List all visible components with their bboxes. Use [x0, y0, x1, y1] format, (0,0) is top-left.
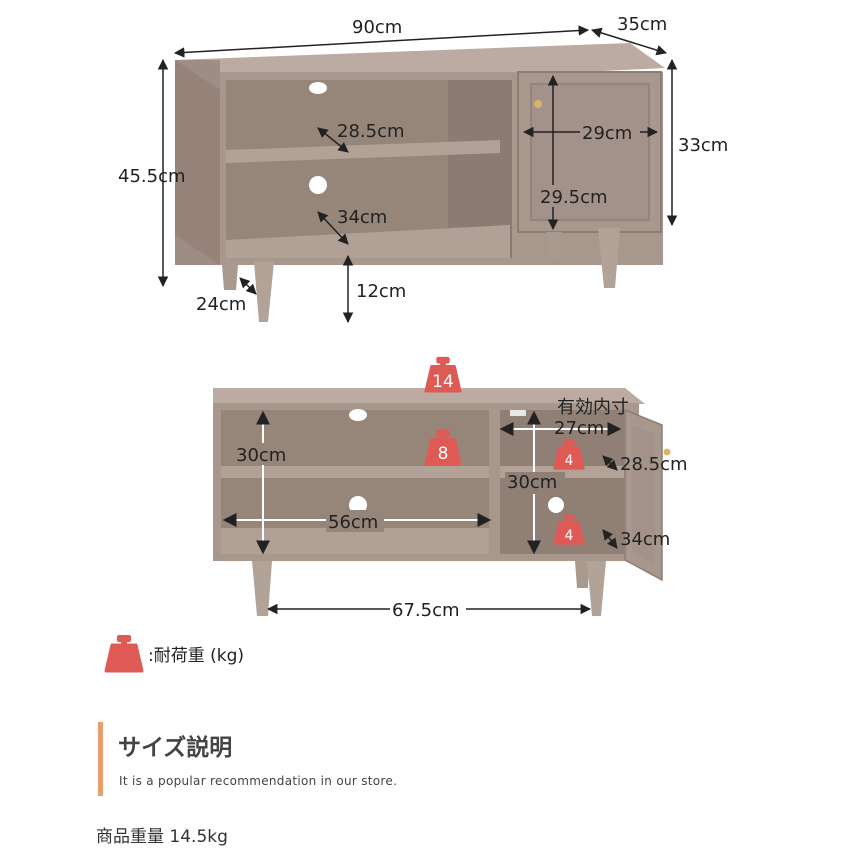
weight-icon-cabinet-upper: 4 [553, 438, 585, 470]
weight-icon-top: 14 [424, 355, 462, 393]
cabinet-height-label: 33cm [678, 135, 728, 156]
width-label: 90cm [352, 17, 402, 38]
top-view-labels: 90cm 35cm 45.5cm 33cm 28.5cm 34cm 29cm 2… [118, 14, 728, 315]
open-shelf-load-value: 8 [438, 444, 449, 464]
tv-stand-front-view [175, 43, 665, 322]
legend: :耐荷重 (kg) [104, 630, 244, 676]
bottom-view-labels: 30cm 56cm 67.5cm 有効内寸 27cm 30cm 28.5cm 3… [234, 397, 688, 621]
cabinet-height-label-bottom: 30cm [507, 472, 557, 493]
door-width-label: 29cm [582, 123, 632, 144]
section-subtitle: It is a popular recommendation in our st… [119, 774, 398, 788]
section-accent-bar [98, 722, 103, 796]
leg-span-label: 67.5cm [392, 600, 460, 621]
lower-shelf-depth-label: 34cm [337, 207, 387, 228]
legend-text: :耐荷重 (kg) [148, 645, 245, 666]
cabinet-upper-depth-label: 28.5cm [620, 454, 688, 475]
leg-height-label: 12cm [356, 281, 406, 302]
inner-note: 有効内寸 [557, 397, 629, 418]
weight-icon [104, 633, 144, 673]
cabinet-upper-load-value: 4 [565, 453, 574, 469]
product-weight: 商品重量 14.5kg [96, 827, 228, 847]
top-load-value: 14 [432, 372, 454, 392]
open-height-label: 30cm [236, 445, 286, 466]
load-weights: 14 8 4 4 [424, 355, 585, 545]
cabinet-lower-depth-label: 34cm [620, 529, 670, 550]
cabinet-lower-load-value: 4 [565, 528, 574, 544]
section-title: サイズ説明 [118, 735, 233, 761]
height-label: 45.5cm [118, 166, 186, 187]
cabinet-width-label: 27cm [554, 418, 604, 439]
open-width-label: 56cm [328, 512, 378, 533]
weight-icon-cabinet-lower: 4 [553, 513, 585, 545]
depth-label: 35cm [617, 14, 667, 35]
upper-shelf-depth-label: 28.5cm [337, 121, 405, 142]
weight-icon-open-shelf: 8 [424, 428, 462, 466]
door-height-label: 29.5cm [540, 187, 608, 208]
leg-depth-label: 24cm [196, 294, 246, 315]
